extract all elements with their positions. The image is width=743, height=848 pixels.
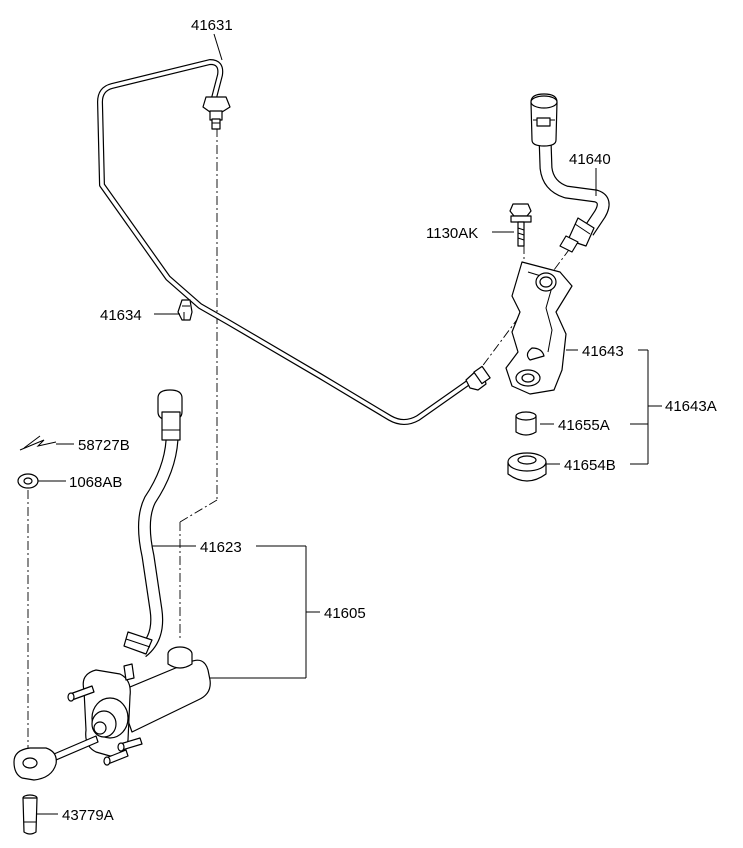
grommet-41654B — [507, 452, 547, 482]
label-43779A: 43779A — [62, 807, 114, 824]
label-41643A: 41643A — [665, 398, 717, 415]
label-41640: 41640 — [569, 151, 611, 168]
leader-lines — [37, 33, 662, 815]
label-41643: 41643 — [582, 343, 624, 360]
tube-fitting-upper-icon — [202, 96, 231, 113]
hose-end-fitting-icon — [567, 217, 595, 247]
part-labels: 41631 41640 1130AK 41634 41643 41643A 41… — [62, 17, 717, 824]
label-58727B: 58727B — [78, 437, 130, 454]
tube-clip-41634 — [177, 299, 193, 321]
label-41631: 41631 — [191, 17, 233, 34]
label-41634: 41634 — [100, 307, 142, 324]
label-41654B: 41654B — [564, 457, 616, 474]
clutch-master-cylinder-41605 — [13, 646, 211, 781]
label-1130AK: 1130AK — [426, 225, 478, 242]
label-1068AB: 1068AB — [69, 474, 122, 491]
bushing-41655A — [515, 411, 537, 436]
clutch-hose-41640 — [530, 93, 610, 253]
cotter-clip-58727B — [19, 435, 57, 451]
clevis-pin-43779A — [22, 794, 38, 835]
label-41655A: 41655A — [558, 417, 610, 434]
clutch-tube-41631 — [97, 59, 491, 425]
bolt-1130AK — [509, 203, 532, 247]
reservoir-hose-41623 — [123, 389, 183, 658]
bolt-head-icon — [509, 203, 532, 217]
label-41605: 41605 — [324, 605, 366, 622]
bracket-41643 — [505, 261, 573, 395]
washer-1068AB — [17, 473, 39, 489]
label-41623: 41623 — [200, 539, 242, 556]
